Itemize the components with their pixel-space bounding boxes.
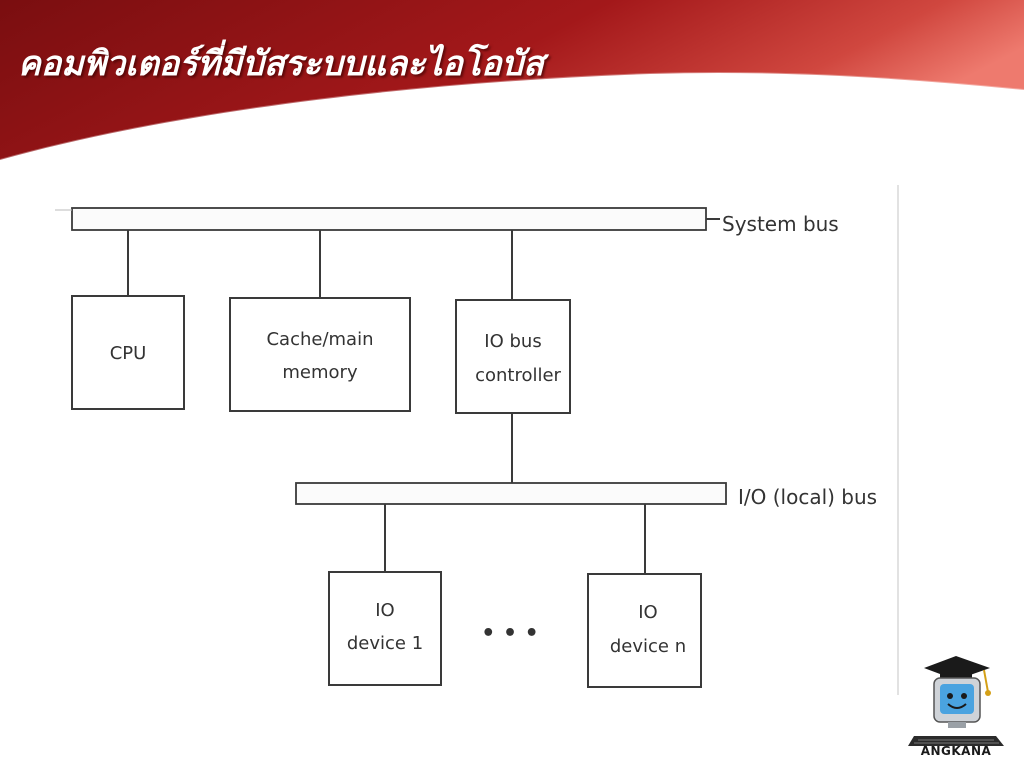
system-bus (71, 207, 707, 231)
io-device-1-box (328, 571, 442, 686)
memory-label-line2: memory (282, 362, 358, 383)
cpu-box (71, 295, 185, 410)
device-ellipsis: • • • (481, 621, 539, 646)
memory-label-line1: Cache/main (266, 329, 373, 350)
io-controller-label-line1: IO bus (484, 331, 541, 352)
io-device-1-label-line1: IO (375, 600, 394, 621)
io-controller-label-line2: controller (475, 365, 561, 386)
cpu-label: CPU (110, 343, 147, 364)
io-local-bus (295, 482, 727, 505)
slide-title: คอมพิวเตอร์ที่มีบัสระบบและไอโอบัส (18, 44, 544, 84)
io-device-n-box (587, 573, 702, 688)
io-device-n-label-line1: IO (638, 602, 657, 623)
io-device-1-label-line2: device 1 (347, 633, 423, 654)
computer-graduate-mascot-icon (908, 656, 1004, 746)
logo-text: ANGKANA (920, 744, 992, 758)
io-bus-label: I/O (local) bus (738, 485, 877, 509)
io-device-n-label-line2: device n (610, 636, 686, 657)
io-controller-box (455, 299, 571, 414)
memory-box (229, 297, 411, 412)
system-bus-label: System bus (722, 212, 839, 236)
header-banner (0, 0, 1024, 161)
